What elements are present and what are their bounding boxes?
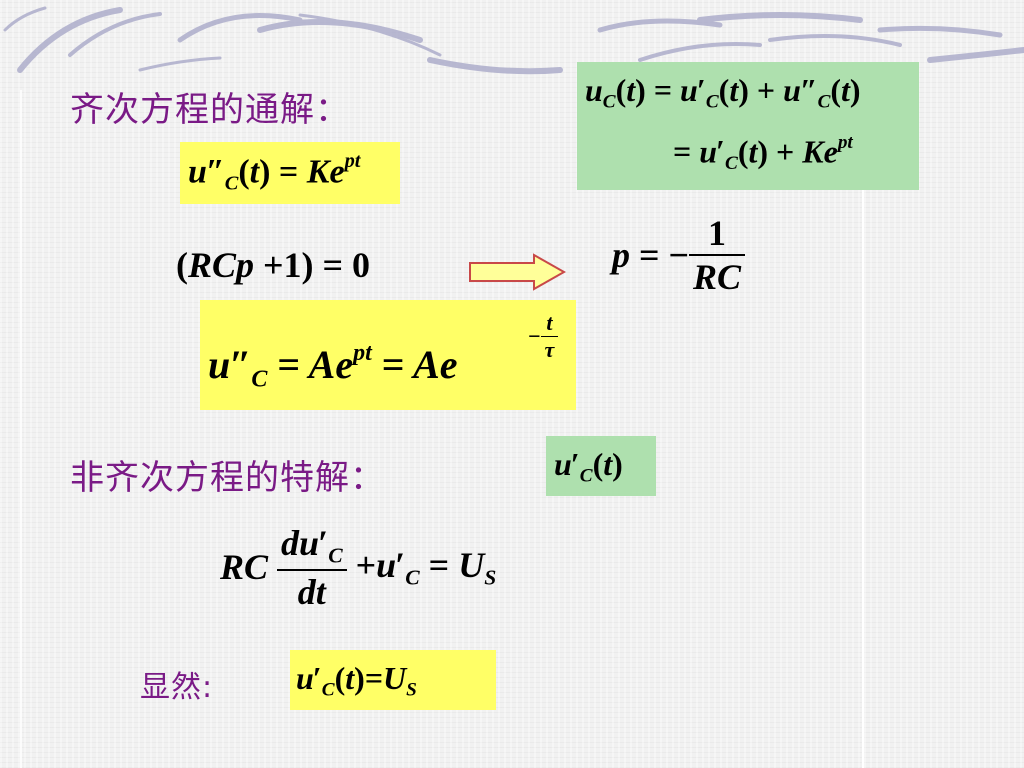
total-solution-box: uC(t) = u′C(t) + u″C(t) = u′C(t) + Kept	[577, 62, 919, 190]
particular-solution-result: u′C(t)=US	[296, 660, 417, 701]
particular-solution-box: u′C(t)	[546, 436, 656, 496]
decorative-vertical-line	[862, 88, 864, 768]
homogeneous-specific-formula: u″C = Aept = Ae	[208, 340, 458, 393]
decorative-vertical-line-left	[20, 90, 22, 768]
particular-solution-symbol: u′C(t)	[554, 446, 623, 487]
particular-solution-label: 非齐次方程的特解：	[70, 458, 385, 498]
characteristic-equation: (RCp +1) = 0	[176, 245, 371, 285]
decorative-brush-strokes	[3, 6, 1024, 75]
obviously-label: 显然:	[140, 670, 214, 705]
particular-solution-result-box: u′C(t)=US	[290, 650, 496, 710]
homogeneous-solution-label: 齐次方程的通解：	[70, 90, 350, 130]
homogeneous-general-formula: u″C(t) = Kept	[188, 150, 361, 195]
homogeneous-general-formula-box: u″C(t) = Kept	[180, 142, 400, 204]
total-solution-line-1: uC(t) = u′C(t) + u″C(t)	[585, 72, 861, 113]
right-arrow-icon	[469, 253, 567, 291]
total-solution-line-2: = u′C(t) + Kept	[673, 132, 853, 175]
